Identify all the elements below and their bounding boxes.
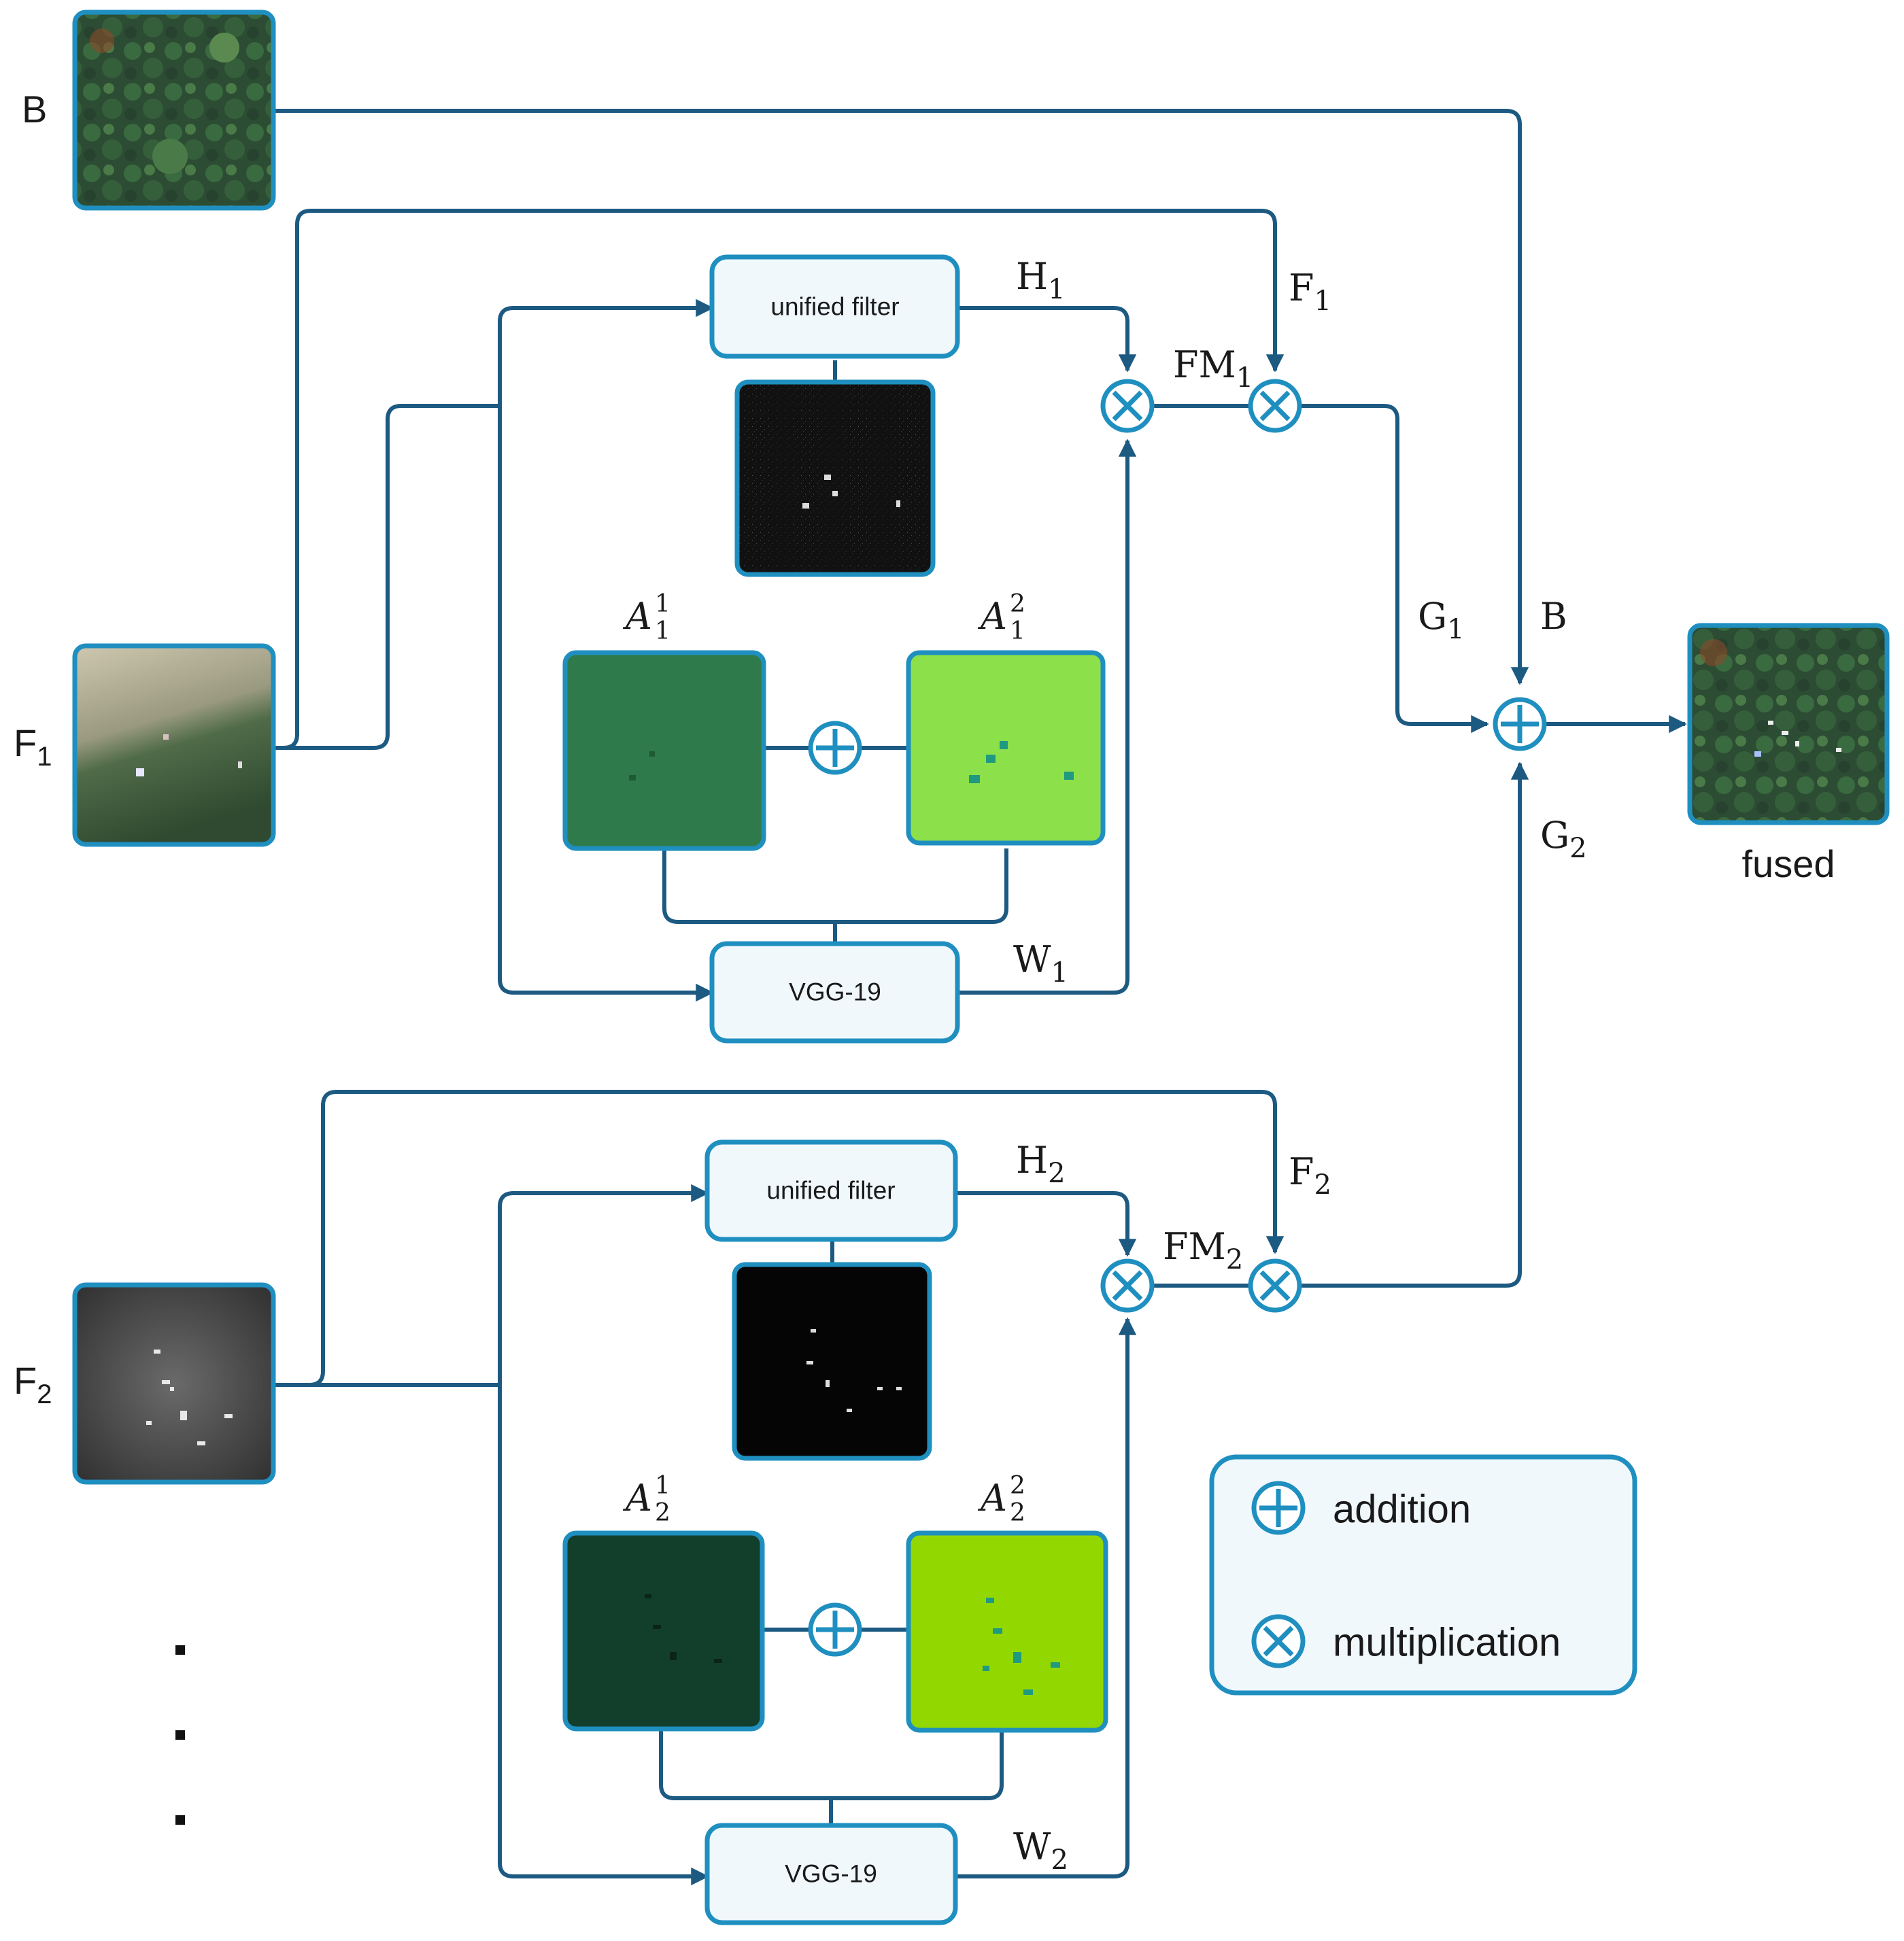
- label-a1-1: A 1 1: [622, 590, 670, 645]
- a2-bracket: [659, 1729, 1004, 1824]
- line-to-vgg-2: [498, 1862, 709, 1886]
- label-b-fusion: B: [1540, 595, 1567, 638]
- label-f2-input: F2: [14, 1359, 52, 1409]
- label-a1-2-main: A: [977, 595, 1007, 638]
- addition-node-a2: [808, 1602, 862, 1657]
- label-a2-2: A 2 2: [977, 1472, 1025, 1527]
- label-w1: W1: [1013, 938, 1068, 989]
- line-f1-main: [269, 404, 500, 750]
- line-to-filter-1: [498, 298, 714, 979]
- vgg-box-1: [709, 941, 960, 1044]
- label-w2: W2: [1013, 1825, 1068, 1876]
- legend-addition-icon: [1251, 1481, 1306, 1535]
- vgg-box-2: [704, 1823, 958, 1925]
- filter-label-2: unified filter: [766, 1177, 895, 1205]
- filter-output-1: [734, 379, 936, 577]
- label-fused: fused: [1742, 842, 1835, 885]
- line-to-vgg-1: [498, 978, 714, 1002]
- filter-output-2: [732, 1262, 932, 1461]
- label-a2-2-sup: 2: [1010, 1472, 1025, 1500]
- multiply-node-2b: [1248, 1258, 1302, 1313]
- line-b-to-add: [275, 109, 1529, 685]
- label-a2-1: A 1 2: [622, 1472, 670, 1527]
- label-g2: G2: [1540, 814, 1587, 864]
- label-a2-2-main: A: [977, 1477, 1007, 1519]
- label-h1: H1: [1016, 255, 1066, 305]
- legend-multiplication-label: multiplication: [1333, 1621, 1561, 1665]
- label-a2-2-sub: 2: [1010, 1499, 1025, 1527]
- attention-map-a1-2: [906, 650, 1106, 846]
- label-a1-1-main: A: [622, 595, 652, 638]
- line-f1-skip: [269, 209, 1285, 750]
- multiply-node-1a: [1100, 379, 1155, 433]
- multiply-node-2a: [1100, 1258, 1155, 1313]
- attention-map-a1-1: [562, 650, 766, 851]
- line-w2: [955, 1317, 1137, 1878]
- label-a1-2-sub: 1: [1010, 617, 1025, 645]
- label-a1-1-sup: 1: [655, 590, 670, 618]
- ellipsis-dots: [175, 1645, 185, 1825]
- image-fused: [1687, 623, 1890, 825]
- image-f2: [72, 1282, 276, 1485]
- line-w1: [957, 439, 1137, 995]
- label-a1-2: A 2 1: [977, 590, 1025, 645]
- f2-hotspots: [146, 1350, 233, 1445]
- vgg-label-2: VGG-19: [785, 1860, 877, 1888]
- a1-bracket: [662, 848, 1008, 945]
- line-h1: [957, 306, 1137, 373]
- image-b: [72, 10, 276, 211]
- label-a2-1-main: A: [622, 1477, 652, 1519]
- line-h2: [955, 1191, 1137, 1257]
- label-f1-skip: F1: [1289, 267, 1331, 317]
- line-f2-skip: [269, 1090, 1285, 1387]
- label-b-input: B: [22, 88, 47, 131]
- filter-box-2: [704, 1139, 958, 1242]
- line-g2: [1302, 761, 1529, 1288]
- label-a2-1-sub: 2: [655, 1499, 670, 1527]
- image-f1: [72, 643, 276, 847]
- label-a2-1-sup: 1: [655, 1472, 670, 1500]
- label-h2: H2: [1016, 1139, 1066, 1189]
- attention-map-a2-1: [562, 1530, 765, 1732]
- label-a1-2-sup: 2: [1010, 590, 1025, 618]
- line-to-filter-2: [498, 1184, 709, 1863]
- filter-box-1: [709, 254, 960, 359]
- label-fm1: FM1: [1173, 343, 1253, 394]
- attention-map-a2-2: [906, 1530, 1108, 1733]
- connector-lines: [269, 109, 1687, 1886]
- line-g1: [1302, 404, 1489, 734]
- legend-multiplication-icon: [1251, 1614, 1306, 1668]
- legend-addition-label: addition: [1333, 1488, 1471, 1532]
- label-g1: G1: [1418, 595, 1465, 645]
- label-f1-input: F1: [14, 721, 52, 772]
- legend-box: [1209, 1454, 1637, 1696]
- addition-node-a1: [808, 721, 862, 775]
- label-fm2: FM2: [1163, 1225, 1243, 1275]
- label-a1-1-sub: 1: [655, 617, 670, 645]
- filter-label-1: unified filter: [770, 293, 899, 321]
- addition-node-final: [1493, 697, 1547, 751]
- label-f2-skip: F2: [1289, 1150, 1331, 1201]
- vgg-label-1: VGG-19: [789, 978, 881, 1006]
- multiply-node-1b: [1248, 379, 1302, 433]
